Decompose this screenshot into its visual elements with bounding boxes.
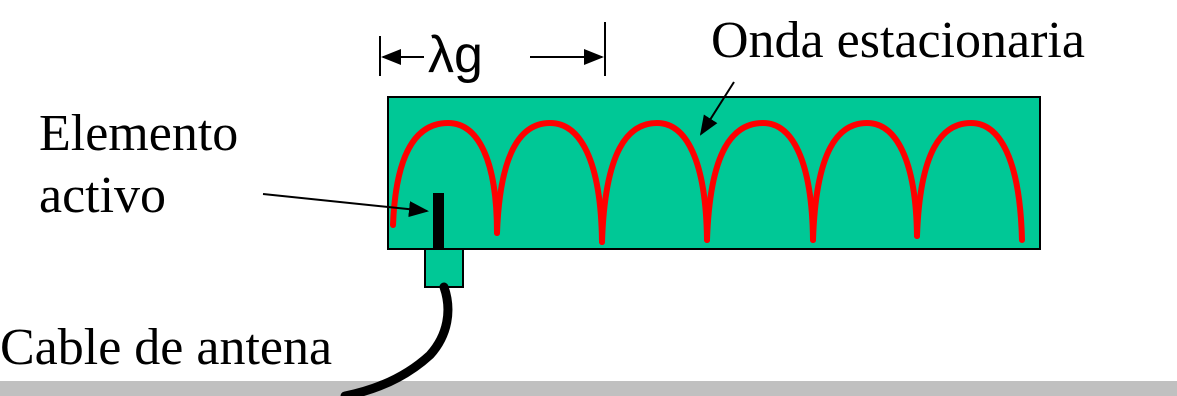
active-element xyxy=(433,193,444,249)
connector-box xyxy=(424,248,464,288)
standing-wave xyxy=(390,119,1025,245)
standing-wave-label: Onda estacionaria xyxy=(711,12,1085,69)
antenna-cable-label: Cable de antena xyxy=(0,319,332,376)
standing-wave-arc-2 xyxy=(494,119,605,245)
wavelength-label: λg xyxy=(428,26,483,84)
antenna-cable xyxy=(340,282,453,396)
wavelength-dimension xyxy=(379,22,606,76)
standing-wave-arc-6 xyxy=(914,119,1025,243)
standing-wave-arc-5 xyxy=(810,119,920,243)
standing-wave-arc-3 xyxy=(599,119,710,245)
active-element-pointer-arrow xyxy=(262,193,429,218)
standing-wave-pointer-arrow xyxy=(699,81,735,136)
active-element-label-line1: Elemento xyxy=(39,105,238,162)
footer-bar xyxy=(0,381,1177,396)
standing-wave-arc-1 xyxy=(390,119,500,236)
standing-wave-arc-4 xyxy=(704,119,816,243)
active-element-label-line2: activo xyxy=(39,167,166,224)
